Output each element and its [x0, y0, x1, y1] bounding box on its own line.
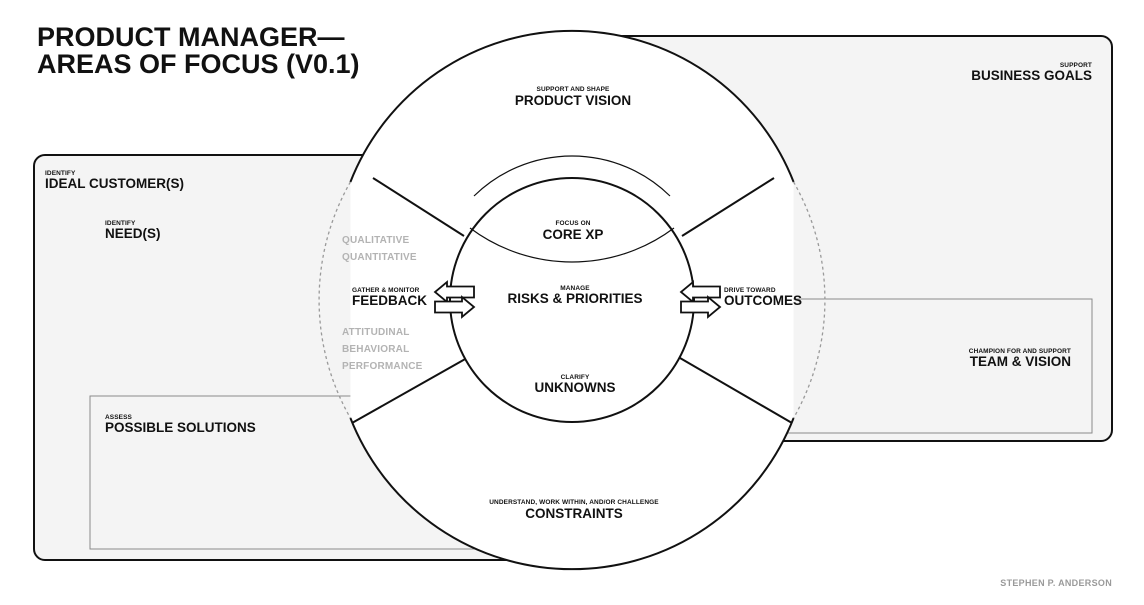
team-vision-kicker: CHAMPION FOR AND SUPPORT	[969, 348, 1071, 355]
constraints-kicker: UNDERSTAND, WORK WITHIN, AND/OR CHALLENG…	[489, 499, 659, 506]
constraints-label: CONSTRAINTS	[525, 506, 623, 521]
unknowns-label: UNKNOWNS	[535, 380, 616, 395]
author-credit: STEPHEN P. ANDERSON	[1000, 578, 1112, 588]
feedback-double-arrow-icon	[433, 280, 476, 319]
title-line-2: AREAS OF FOCUS (V0.1)	[37, 49, 360, 79]
outer-circle-top-arc	[349, 29, 795, 183]
inner-circle	[449, 177, 695, 423]
needs-label: NEED(S)	[105, 226, 161, 241]
ideal-customers-kicker: IDENTIFY	[45, 170, 76, 177]
core-xp-label: CORE XP	[543, 227, 604, 242]
outcomes-wedge-dashed-edge	[793, 181, 826, 419]
divider-line	[351, 357, 468, 424]
feedback-wedge-dashed-edge	[318, 181, 351, 419]
feedback-kicker: GATHER & MONITOR	[352, 287, 420, 294]
feedback-type-behavioral: BEHAVIORAL	[342, 344, 409, 355]
feedback-type-performance: PERFORMANCE	[342, 361, 423, 372]
outcomes-kicker: DRIVE TOWARD	[724, 287, 776, 294]
core-xp-outer-arc	[473, 155, 671, 197]
outcomes-double-arrow-icon	[679, 280, 722, 319]
ideal-customers-label: IDEAL CUSTOMER(S)	[45, 176, 184, 191]
core-xp-lower-arc	[469, 227, 675, 263]
product-vision-kicker: SUPPORT AND SHAPE	[537, 86, 611, 93]
risks-label: RISKS & PRIORITIES	[507, 291, 642, 306]
team-vision-label: TEAM & VISION	[970, 354, 1071, 369]
product-vision-label: PRODUCT VISION	[515, 93, 631, 108]
feedback-type-qualitative: QUALITATIVE	[342, 235, 410, 246]
feedback-label: FEEDBACK	[352, 293, 427, 308]
business-goals-label: BUSINESS GOALS	[971, 68, 1092, 83]
feedback-type-quantitative: QUANTITATIVE	[342, 252, 417, 263]
needs-kicker: IDENTIFY	[105, 220, 136, 227]
feedback-type-attitudinal: ATTITUDINAL	[342, 327, 410, 338]
business-goals-kicker: SUPPORT	[1060, 62, 1092, 69]
risks-kicker: MANAGE	[560, 285, 590, 292]
divider-line	[372, 177, 465, 237]
possible-solutions-kicker: ASSESS	[105, 414, 133, 421]
title-line-1: PRODUCT MANAGER—	[37, 22, 345, 52]
divider-line	[681, 177, 775, 237]
outer-circle-bottom-arc	[349, 417, 795, 571]
unknowns-kicker: CLARIFY	[561, 374, 590, 381]
outcomes-label: OUTCOMES	[724, 293, 802, 308]
core-xp-kicker: FOCUS ON	[555, 220, 590, 227]
possible-solutions-label: POSSIBLE SOLUTIONS	[105, 420, 256, 435]
divider-line	[679, 357, 793, 424]
